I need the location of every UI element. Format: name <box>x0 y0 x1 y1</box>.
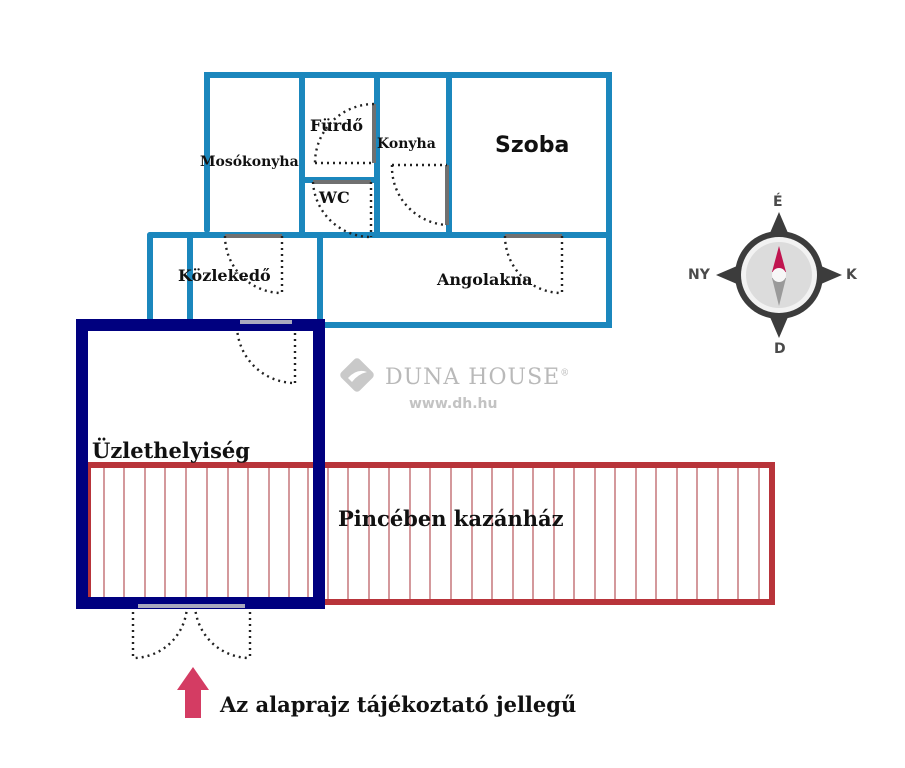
entrance-arrow-icon <box>177 667 209 718</box>
room-label-pinceben-kazanhaz: Pincében kazánház <box>338 506 564 531</box>
room-label-furdo: Fürdő <box>310 116 363 135</box>
disclaimer-note: Az alaprajz tájékoztató jellegű <box>220 692 577 717</box>
watermark-url: www.dh.hu <box>409 396 498 412</box>
room-label-mosokonyha: Mosókonyha <box>200 154 299 170</box>
compass-west-label: NY <box>688 267 710 283</box>
room-label-uzlethelyiseg: Üzlethelyiség <box>92 438 250 463</box>
compass-south-label: D <box>774 341 786 357</box>
watermark-brand: DUNA HOUSE® <box>385 365 571 390</box>
compass-north-label: É <box>773 194 783 210</box>
room-label-kozlekedo: Közlekedő <box>178 266 271 285</box>
duna-house-logo-icon <box>340 358 374 392</box>
room-label-wc: WC <box>319 188 350 207</box>
room-label-konyha: Konyha <box>377 136 436 152</box>
compass-east-label: K <box>846 267 857 283</box>
basement-area <box>85 462 775 605</box>
room-label-szoba: Szoba <box>495 133 570 158</box>
room-label-angolakna: Angolakna <box>437 270 533 289</box>
compass-icon <box>716 212 842 338</box>
shop-walls <box>76 319 325 609</box>
